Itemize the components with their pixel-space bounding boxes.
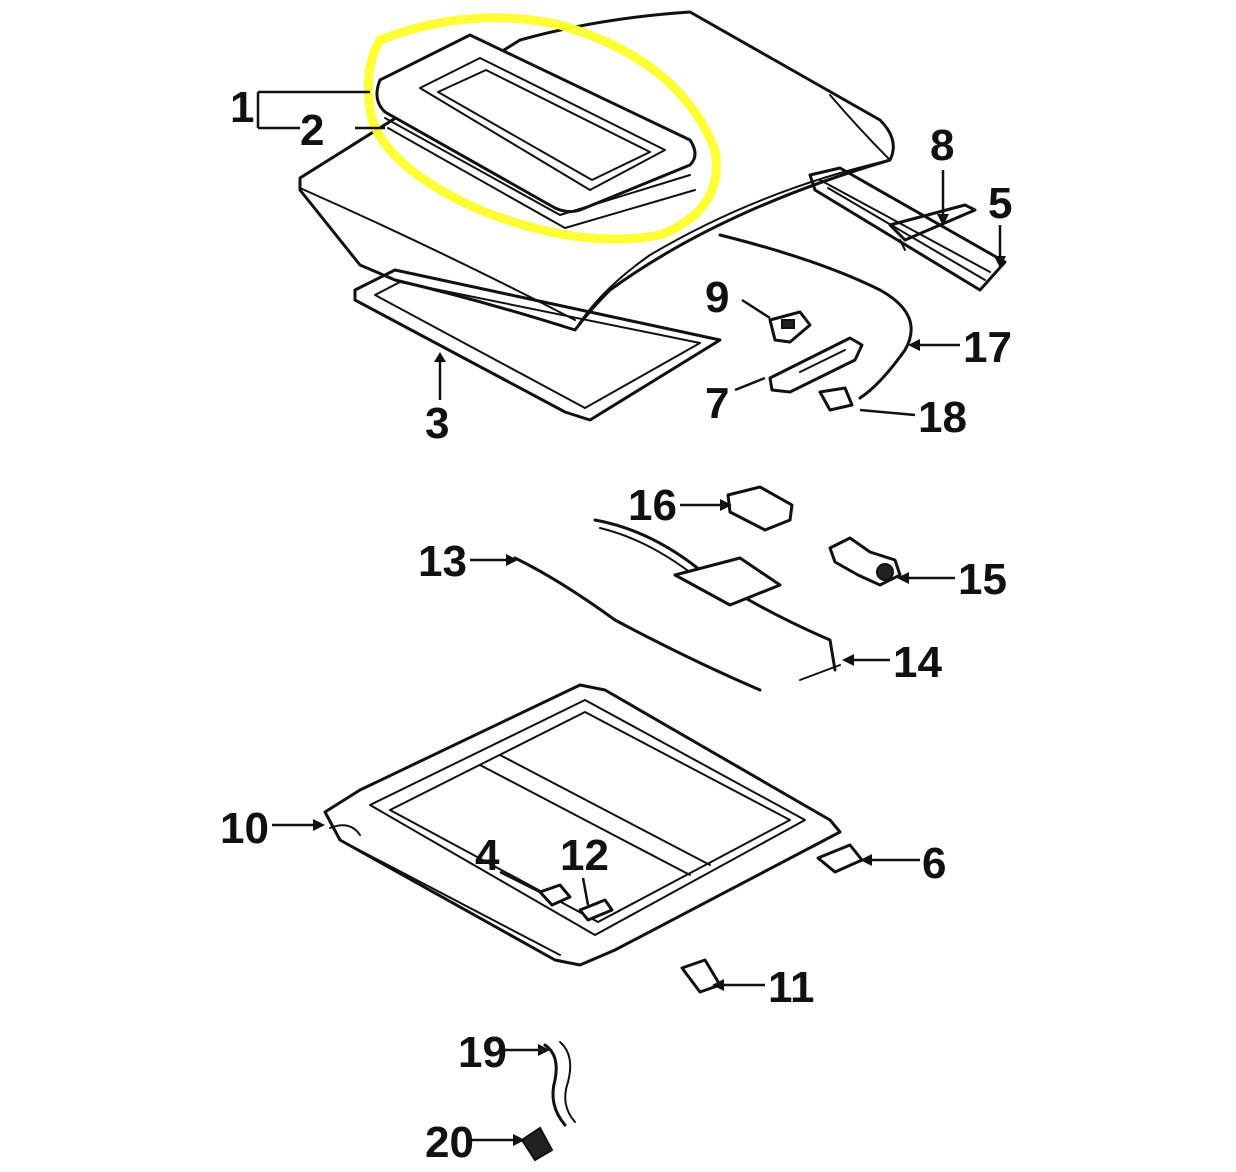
callout-19: 19 xyxy=(458,1028,507,1077)
drive-cable-left xyxy=(513,556,762,692)
clip-part-18 xyxy=(818,386,854,412)
part-4 xyxy=(538,883,572,907)
sunroof-frame-assembly xyxy=(323,683,842,967)
control-module xyxy=(726,485,794,532)
callout-18: 18 xyxy=(918,393,967,442)
drain-hose-inner xyxy=(559,1041,576,1123)
callout-20: 20 xyxy=(425,1118,474,1167)
drive-cable-right xyxy=(593,518,841,681)
callout-6: 6 xyxy=(922,839,946,888)
callout-7: 7 xyxy=(705,379,729,428)
callout-10: 10 xyxy=(220,804,269,853)
callout-2: 2 xyxy=(300,106,324,155)
callout-5: 5 xyxy=(988,179,1012,228)
callout-13: 13 xyxy=(418,537,467,586)
part-12 xyxy=(578,898,614,922)
guide-part-7 xyxy=(768,336,864,394)
drain-tube xyxy=(718,233,913,400)
callout-12: 12 xyxy=(560,831,609,880)
drain-hose xyxy=(543,1043,567,1127)
sunroof-glass-assembly xyxy=(375,33,697,229)
motor-assembly xyxy=(828,536,902,587)
callout-8: 8 xyxy=(930,121,954,170)
sunshade-frame xyxy=(353,268,722,422)
callout-3: 3 xyxy=(425,399,449,448)
callout-16: 16 xyxy=(628,481,677,530)
latch-part-9 xyxy=(768,310,812,344)
callout-1: 1 xyxy=(230,83,254,132)
callout-4: 4 xyxy=(475,831,500,880)
part-6 xyxy=(816,843,864,874)
part-11 xyxy=(680,958,722,994)
callout-9: 9 xyxy=(705,273,729,322)
leader-lines xyxy=(256,90,1006,1146)
callout-17: 17 xyxy=(963,323,1012,372)
callout-14: 14 xyxy=(893,638,942,687)
grommet xyxy=(520,1126,554,1162)
callout-labels: 1 2 3 4 5 6 7 8 9 10 11 12 13 14 15 16 1… xyxy=(220,83,1012,1167)
side-rail-track xyxy=(808,166,1007,292)
callout-15: 15 xyxy=(958,555,1007,604)
callout-11: 11 xyxy=(768,963,815,1012)
yellow-highlight-circle xyxy=(363,13,721,244)
